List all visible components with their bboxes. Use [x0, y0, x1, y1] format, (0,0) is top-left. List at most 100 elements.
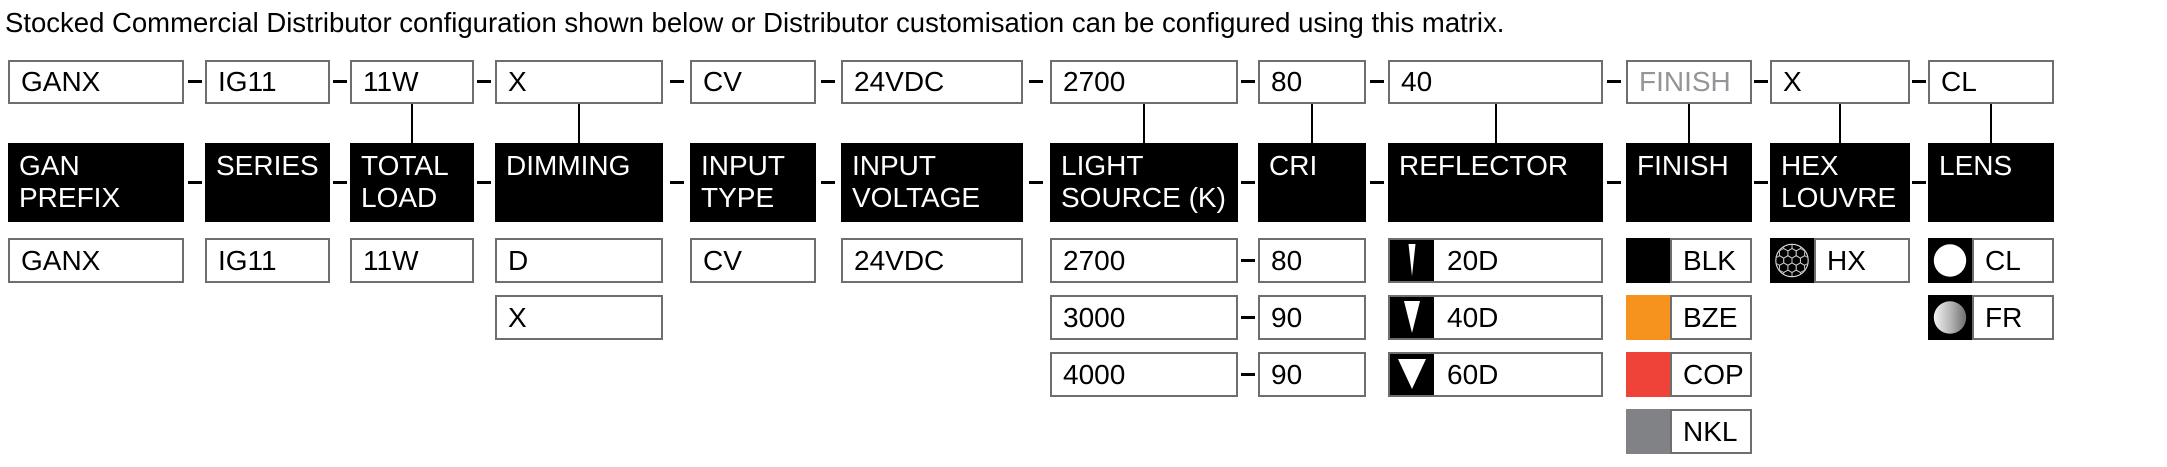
option-11w: 11W [350, 238, 474, 283]
nickel-finish-swatch [1626, 409, 1670, 454]
dash-connector [1241, 316, 1255, 319]
option-reflector-60d: 60D [1388, 352, 1603, 397]
dash-connector [1241, 373, 1255, 376]
option-cri-80: 80 [1258, 238, 1366, 283]
column-connector-line [411, 104, 413, 143]
top-value-box-reflector: 40 [1388, 60, 1603, 104]
dash-connector [1912, 181, 1926, 184]
option-finish-nkl: NKL [1670, 409, 1752, 454]
top-value-box-input-voltage: 24VDC [841, 60, 1023, 104]
dash-connector [821, 181, 835, 184]
column-gan-prefix: GANX GAN PREFIX GANX [8, 60, 184, 460]
option-lens-cl: CL [1972, 238, 2054, 283]
column-series: IG11 SERIES IG11 [205, 60, 330, 460]
option-ganx: GANX [8, 238, 184, 283]
top-value-light-source: 2700 [1063, 66, 1126, 97]
dash-connector [333, 80, 347, 83]
header-hex-louvre: HEX LOUVRE [1770, 143, 1910, 222]
dash-connector [1370, 181, 1384, 184]
dash-connector [1912, 80, 1926, 83]
dash-connector [188, 181, 202, 184]
column-lens: CL LENS CL [1928, 60, 2054, 460]
dash-connector [821, 80, 835, 83]
dash-connector [477, 80, 491, 83]
column-cri: 80 CRI 80 90 90 [1258, 60, 1366, 460]
option-3000: 3000 [1050, 295, 1238, 340]
top-value-total-load: 11W [363, 66, 419, 97]
header-finish: FINISH [1626, 143, 1752, 222]
top-value-hex-louvre: X [1783, 66, 1802, 97]
column-connector-line [578, 104, 580, 143]
column-connector-line [1143, 104, 1145, 143]
column-finish: FINISH FINISH BLK BZE COP NKL [1626, 60, 1752, 460]
top-value-box-series: IG11 [205, 60, 330, 104]
top-value-box-total-load: 11W [350, 60, 474, 104]
option-ig11: IG11 [205, 238, 330, 283]
column-connector-line [1494, 104, 1497, 143]
column-light-source: 2700 LIGHT SOURCE (K) 2700 3000 4000 [1050, 60, 1238, 460]
dash-connector [1754, 181, 1768, 184]
top-value-input-voltage: 24VDC [854, 66, 945, 97]
dash-connector [1607, 80, 1621, 83]
top-value-lens: CL [1941, 66, 1977, 97]
top-value-finish: FINISH [1639, 66, 1731, 97]
top-value-gan-prefix: GANX [21, 66, 101, 97]
reflector-wide-beam-icon [1390, 354, 1434, 395]
dash-connector [1754, 80, 1768, 83]
header-cri: CRI [1258, 143, 1366, 222]
header-light-source: LIGHT SOURCE (K) [1050, 143, 1238, 222]
top-value-series: IG11 [218, 66, 277, 97]
column-connector-line [1839, 104, 1841, 143]
option-dimming-x: X [495, 295, 663, 340]
bronze-finish-swatch [1626, 295, 1670, 340]
option-24vdc: 24VDC [841, 238, 1023, 283]
option-cri-90-a: 90 [1258, 295, 1366, 340]
option-cv: CV [690, 238, 816, 283]
option-finish-blk: BLK [1670, 238, 1752, 283]
dash-connector [670, 181, 684, 184]
top-value-box-lens: CL [1928, 60, 2054, 104]
top-value-box-light-source: 2700 [1050, 60, 1238, 104]
top-value-box-finish: FINISH [1626, 60, 1752, 104]
option-2700: 2700 [1050, 238, 1238, 283]
clear-lens-icon [1928, 238, 1972, 283]
dash-connector [188, 80, 202, 83]
top-value-box-dimming: X [495, 60, 663, 104]
hex-louvre-icon [1770, 238, 1814, 283]
option-finish-bze: BZE [1670, 295, 1752, 340]
dash-connector [1029, 80, 1043, 83]
dash-connector [1241, 259, 1255, 262]
dash-connector [1241, 80, 1255, 83]
option-reflector-40d: 40D [1388, 295, 1603, 340]
top-value-input-type: CV [703, 66, 742, 97]
top-value-box-cri: 80 [1258, 60, 1366, 104]
frosted-lens-icon [1928, 295, 1972, 340]
option-dimming-d: D [495, 238, 663, 283]
dash-connector [1241, 181, 1255, 184]
header-series: SERIES [205, 143, 330, 222]
option-reflector-20d: 20D [1388, 238, 1603, 283]
header-reflector: REFLECTOR [1388, 143, 1603, 222]
option-4000: 4000 [1050, 352, 1238, 397]
column-total-load: 11W TOTAL LOAD 11W [350, 60, 474, 460]
top-value-box-hex-louvre: X [1770, 60, 1910, 104]
dash-connector [477, 181, 491, 184]
option-finish-cop: COP [1670, 352, 1752, 397]
option-hex-louvre-hx: HX [1814, 238, 1910, 283]
page-title: Stocked Commercial Distributor configura… [5, 7, 1505, 38]
column-connector-line [1688, 104, 1690, 143]
option-lens-fr: FR [1972, 295, 2054, 340]
top-value-dimming: X [508, 66, 527, 97]
top-value-box-input-type: CV [690, 60, 816, 104]
dash-connector [333, 181, 347, 184]
black-finish-swatch [1626, 238, 1670, 283]
header-lens: LENS [1928, 143, 2054, 222]
top-value-cri: 80 [1271, 66, 1303, 97]
column-dimming: X DIMMING D X [495, 60, 663, 460]
header-input-voltage: INPUT VOLTAGE [841, 143, 1023, 222]
header-gan-prefix: GAN PREFIX [8, 143, 184, 222]
column-input-type: CV INPUT TYPE CV [690, 60, 816, 460]
dash-connector [1370, 80, 1384, 83]
header-input-type: INPUT TYPE [690, 143, 816, 222]
